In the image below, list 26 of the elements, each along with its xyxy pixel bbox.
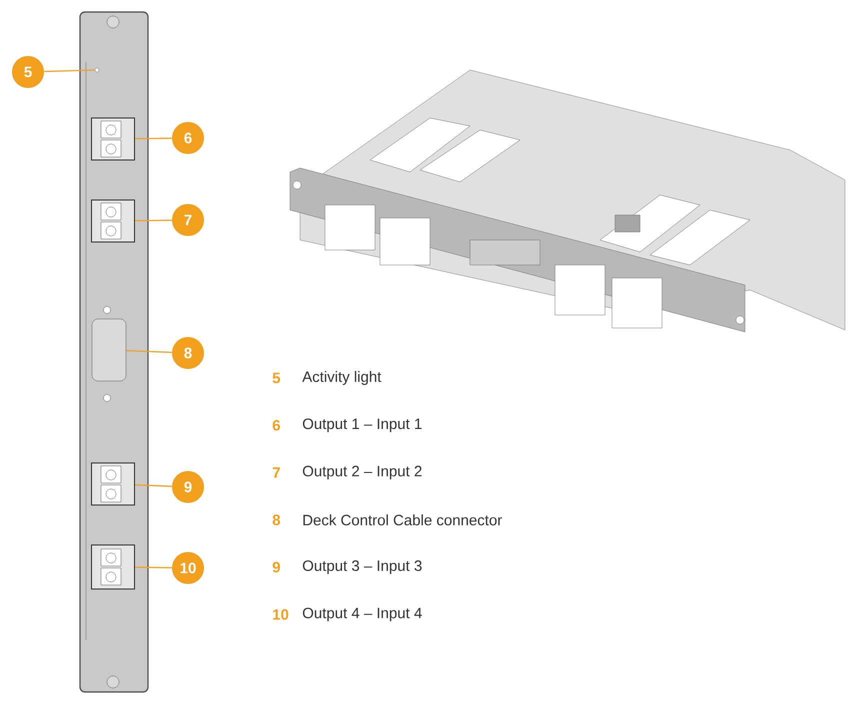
legend-text: Activity light (302, 371, 382, 385)
legend-text: Output 4 – Input 4 (302, 608, 422, 622)
leader-line (126, 350, 172, 353)
callout-number: 10 (172, 552, 204, 584)
legend-number: 10 (273, 609, 288, 620)
leader-line (44, 69, 95, 72)
d-sub-connector (92, 318, 126, 382)
legend-number: 7 (272, 467, 280, 478)
callout-number: 8 (172, 337, 204, 369)
leader-line (135, 566, 172, 568)
legend-text: Output 1 – Input 1 (302, 418, 422, 432)
callout-number: 6 (172, 122, 204, 154)
callout-number: 9 (172, 471, 204, 503)
legend-number: 5 (272, 372, 280, 384)
legend-text: Output 3 – Input 3 (302, 560, 422, 574)
legend-number: 8 (272, 514, 280, 526)
callout-number: 5 (12, 56, 44, 88)
leader-line (134, 484, 172, 487)
leader-line (135, 220, 172, 222)
legend-text: Deck Control Cable connector (303, 514, 502, 526)
leader-line (135, 138, 172, 140)
callout-number: 7 (172, 204, 204, 236)
activity-light (94, 68, 100, 72)
legend-number: 9 (272, 562, 280, 572)
legend-text: Output 2 – Input 2 (302, 466, 422, 480)
legend-number: 6 (272, 420, 280, 431)
